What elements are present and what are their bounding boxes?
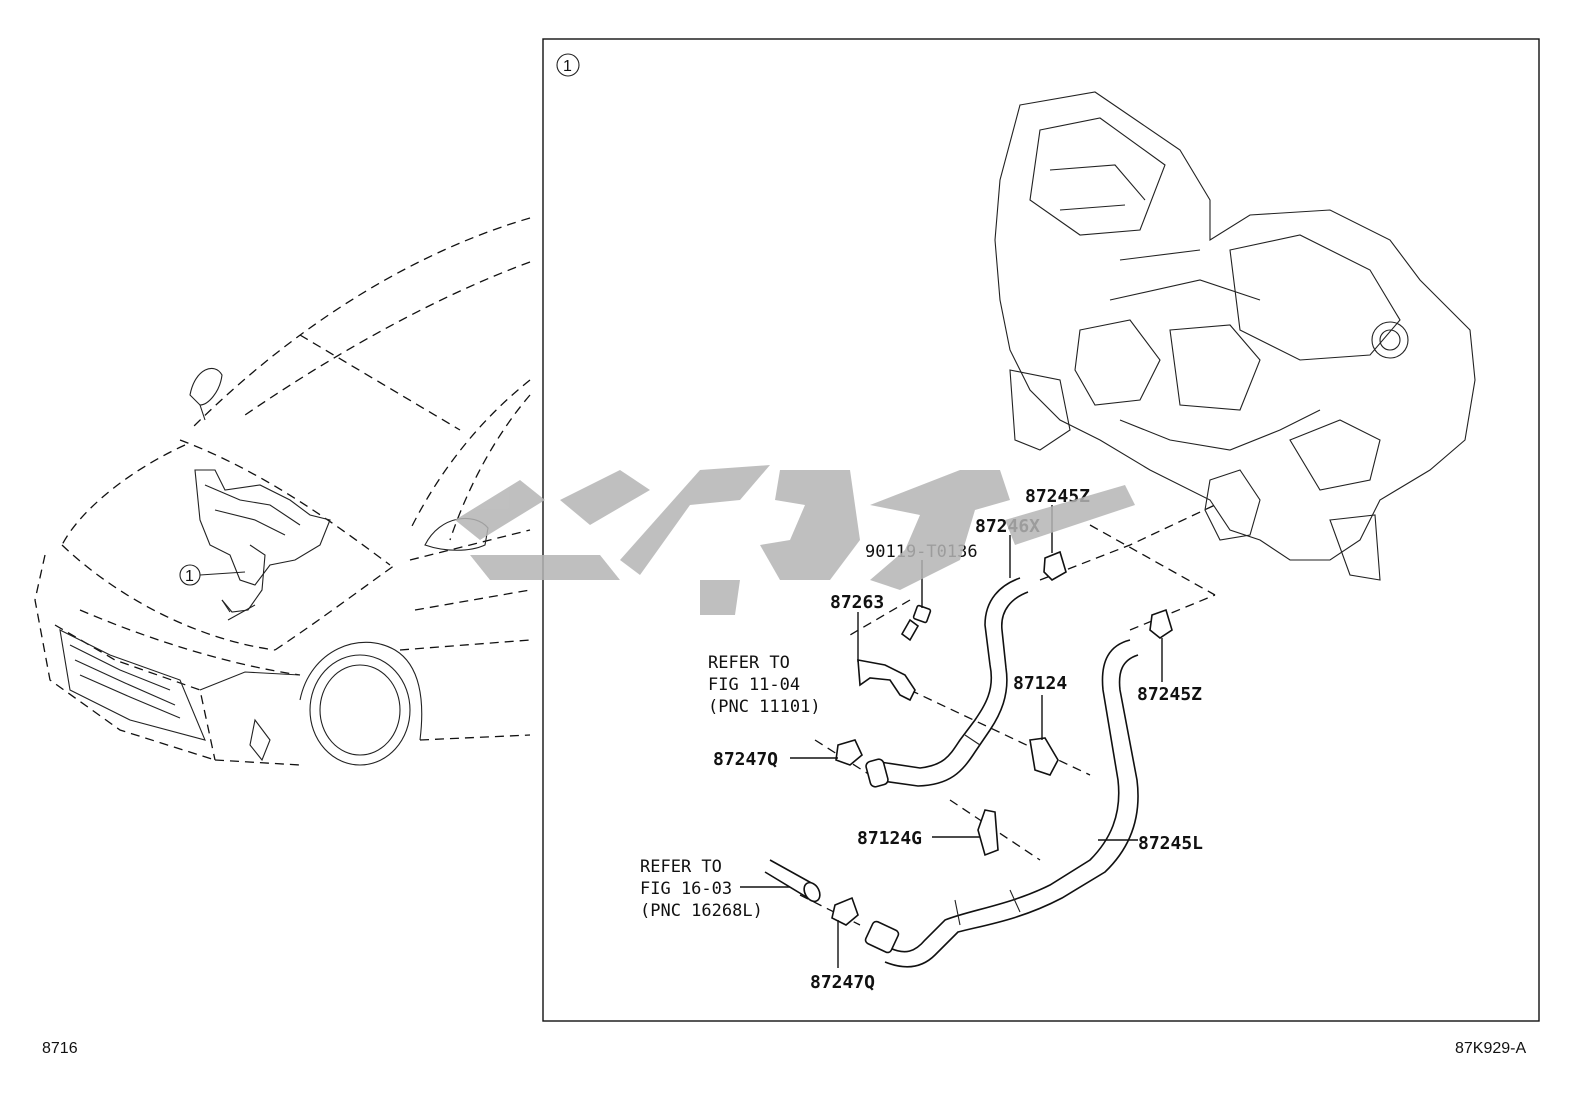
label-87124g: 87124G: [857, 828, 922, 849]
watermark-logo: [455, 465, 1135, 615]
callout-circle-detail: [556, 53, 580, 77]
label-87263: 87263: [830, 592, 884, 613]
clamp-87247q-bottom: [831, 896, 859, 926]
label-87247q-bottom: 87247Q: [810, 972, 875, 993]
label-refer2-line3: (PNC 16268L): [640, 901, 763, 921]
hose-87246x: [865, 577, 1029, 788]
hvac-unit: [994, 91, 1476, 581]
vehicle-overview: 1: [34, 217, 531, 766]
clip-87124g: [977, 809, 999, 857]
callout-marker-car: 1: [185, 568, 194, 585]
page-code: 8716: [42, 1040, 78, 1057]
label-refer1-line2: FIG 11-04: [708, 675, 800, 695]
callout-marker-detail: 1: [563, 58, 572, 75]
leader-lines: [740, 505, 1163, 968]
dashed-leaders: [799, 504, 1216, 926]
label-87245z-right: 87245Z: [1137, 684, 1202, 705]
label-refer2-line2: FIG 16-03: [640, 879, 732, 899]
label-87247q-mid: 87247Q: [713, 749, 778, 770]
label-refer1-line3: (PNC 11101): [708, 697, 821, 717]
label-87124: 87124: [1013, 673, 1067, 694]
bracket-87263: [857, 659, 916, 702]
hose-87245l: [864, 639, 1139, 968]
detail-frame: [542, 38, 1540, 1022]
label-87245l: 87245L: [1138, 833, 1203, 854]
clamp-87245z-top: [1043, 550, 1067, 581]
label-refer1-line1: REFER TO: [708, 653, 790, 673]
clamp-87245z-right: [1149, 608, 1173, 639]
bolt-90119-t0136: [900, 604, 932, 642]
clamp-87124: [1029, 737, 1059, 776]
clamp-87247q-mid: [835, 739, 863, 766]
pipe-16268l: [764, 859, 821, 903]
figure-code: 87K929-A: [1455, 1040, 1526, 1057]
callout-circle: [179, 564, 201, 586]
label-refer2-line1: REFER TO: [640, 857, 722, 877]
